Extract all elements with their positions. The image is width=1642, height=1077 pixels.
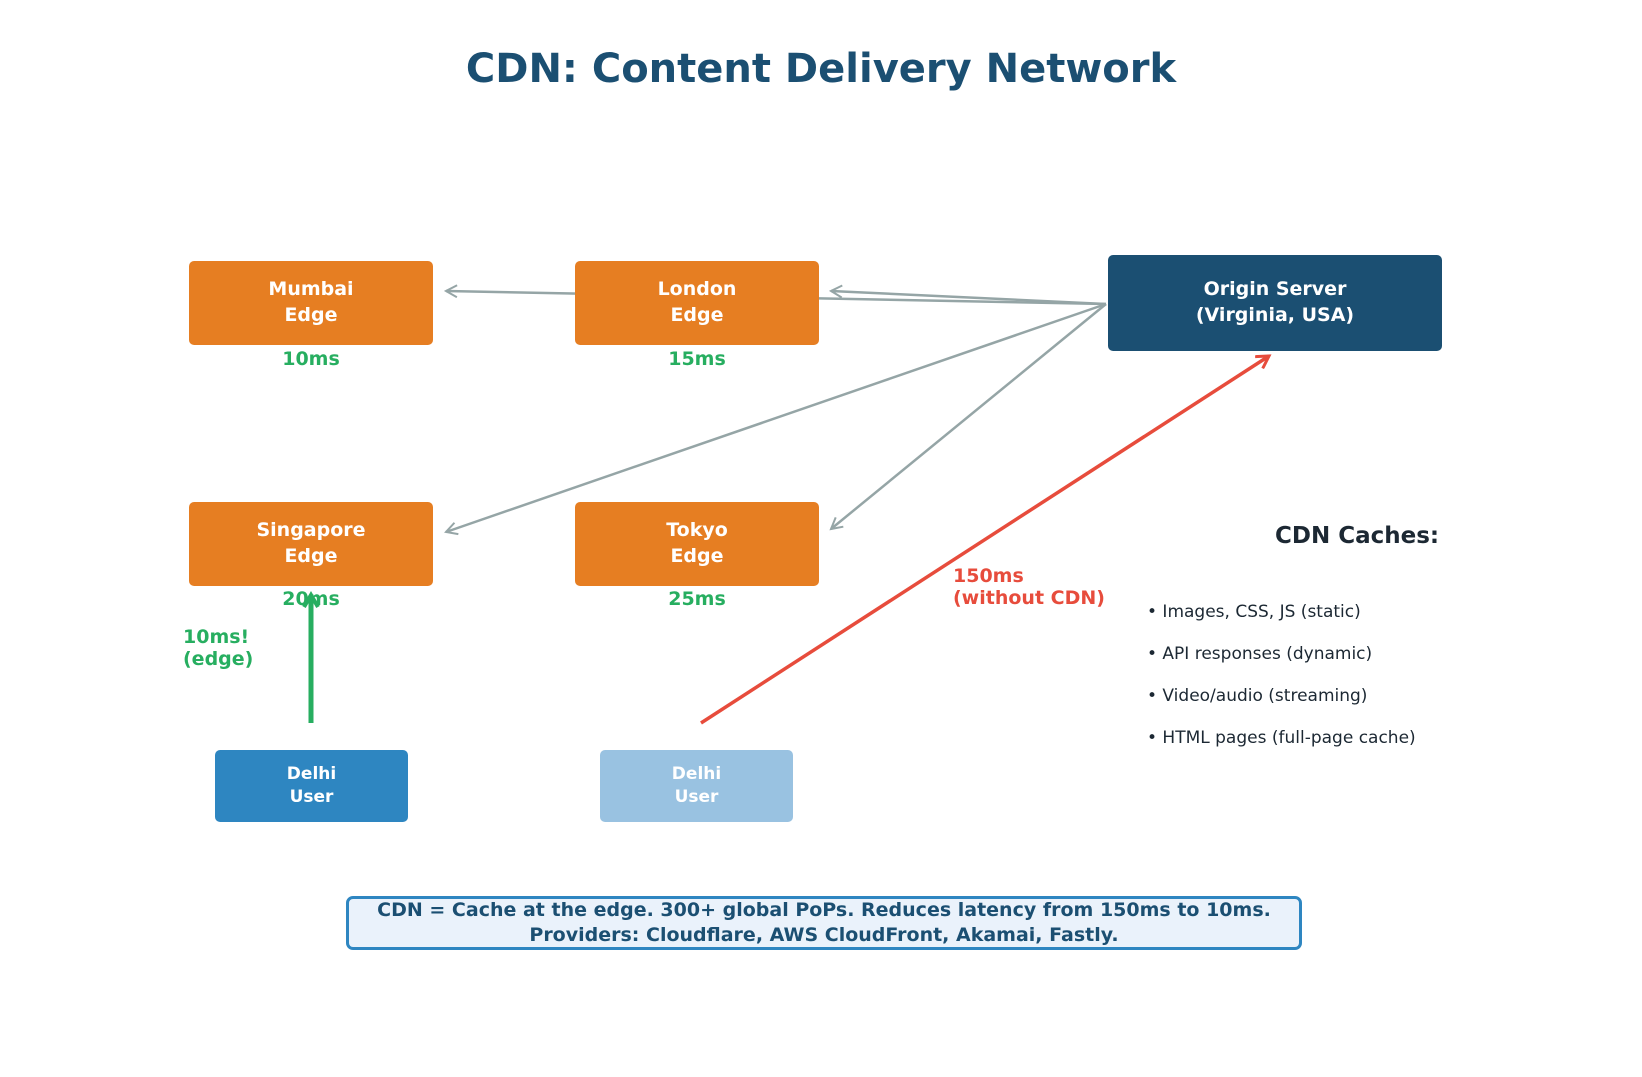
direct-path-label-line2: (without CDN) bbox=[953, 586, 1105, 609]
direct-to-origin-arrow bbox=[700, 356, 1269, 725]
summary-line2: Providers: Cloudflare, AWS CloudFront, A… bbox=[529, 924, 1119, 946]
edge-path-label-line1: 10ms! bbox=[183, 626, 250, 648]
direct-path-label: 150ms (without CDN) bbox=[953, 565, 1105, 610]
cache-list-item: • HTML pages (full-page cache) bbox=[1147, 728, 1416, 748]
tokyo-latency: 25ms bbox=[668, 588, 726, 610]
london-edge-node: London Edge bbox=[575, 261, 819, 345]
origin-server-node: Origin Server (Virginia, USA) bbox=[1108, 255, 1442, 351]
page-title: CDN: Content Delivery Network bbox=[465, 46, 1177, 92]
singapore-edge-node: Singapore Edge bbox=[189, 502, 433, 586]
mumbai-latency: 10ms bbox=[282, 348, 340, 370]
node-label-line2: User bbox=[674, 787, 719, 807]
cache-list-item: • Video/audio (streaming) bbox=[1147, 686, 1368, 706]
node-label-line1: Delhi bbox=[286, 764, 337, 785]
node-label-line1: Delhi bbox=[671, 764, 722, 785]
tokyo-edge-node: Tokyo Edge bbox=[575, 502, 819, 586]
node-label-line1: Tokyo bbox=[666, 519, 728, 542]
edge-path-label: 10ms! (edge) bbox=[183, 626, 254, 671]
node-label-line2: User bbox=[289, 787, 334, 807]
node-label-line2: Edge bbox=[284, 545, 338, 567]
origin-to-singapore-arrow bbox=[446, 302, 1107, 532]
summary-line1: CDN = Cache at the edge. 300+ global PoP… bbox=[377, 899, 1271, 922]
summary-box: CDN = Cache at the edge. 300+ global PoP… bbox=[346, 896, 1302, 950]
node-label-line2: (Virginia, USA) bbox=[1195, 304, 1355, 326]
origin-to-tokyo-arrow bbox=[831, 303, 1107, 529]
delhi-user-no-cdn-node: Delhi User bbox=[600, 750, 793, 822]
node-label-line1: Singapore bbox=[256, 519, 366, 542]
node-label-line1: Mumbai bbox=[268, 278, 354, 301]
node-label-line1: Origin Server bbox=[1203, 278, 1347, 301]
cache-list-item: • Images, CSS, JS (static) bbox=[1147, 602, 1361, 622]
node-label-line2: Edge bbox=[670, 304, 724, 326]
origin-to-london-arrow bbox=[831, 291, 1107, 306]
direct-path-label-line1: 150ms bbox=[953, 565, 1024, 587]
london-latency: 15ms bbox=[668, 348, 726, 370]
edge-path-label-line2: (edge) bbox=[183, 647, 254, 670]
node-label-line1: London bbox=[657, 278, 737, 301]
mumbai-edge-node: Mumbai Edge bbox=[189, 261, 433, 345]
node-label-line2: Edge bbox=[284, 304, 338, 326]
node-label-line2: Edge bbox=[670, 545, 724, 567]
singapore-latency: 20ms bbox=[282, 588, 340, 610]
cdn-caches-heading: CDN Caches: bbox=[1275, 523, 1440, 549]
cache-list-item: • API responses (dynamic) bbox=[1147, 644, 1373, 664]
delhi-user-node: Delhi User bbox=[215, 750, 408, 822]
